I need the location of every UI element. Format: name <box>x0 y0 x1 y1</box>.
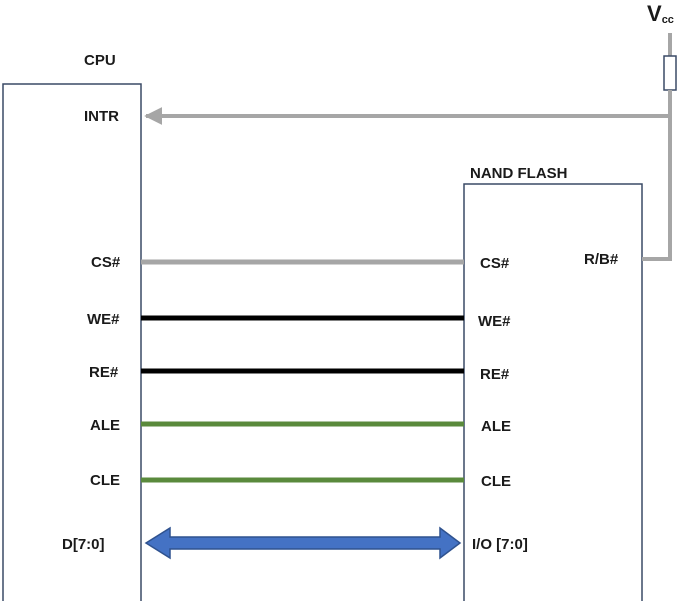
nand-flash-box <box>463 183 643 601</box>
cpu-pin-intr: INTR <box>84 108 119 125</box>
cpu-pin-re: RE# <box>89 364 119 381</box>
cpu-pin-cs: CS# <box>91 254 121 271</box>
cpu-pin-cle: CLE <box>90 472 120 489</box>
cpu-pin-we: WE# <box>87 311 120 328</box>
cpu-box <box>2 83 142 601</box>
nand-pin-ale: ALE <box>481 418 511 435</box>
data-bus-arrow <box>144 526 462 560</box>
nand-pin-rb: R/B# <box>584 251 619 268</box>
cpu-pin-ale: ALE <box>90 417 120 434</box>
cpu-pin-data: D[7:0] <box>62 536 105 553</box>
nand-pin-io: I/O [7:0] <box>472 536 528 553</box>
nand-pin-cle: CLE <box>481 473 511 490</box>
nand-flash-title: NAND FLASH <box>470 165 568 182</box>
vcc-subscript: cc <box>662 14 674 26</box>
nand-pin-we: WE# <box>478 313 511 330</box>
pullup-resistor <box>663 55 677 91</box>
vcc-main-letter: V <box>647 1 662 26</box>
vcc-label: Vcc <box>647 1 674 26</box>
nand-pin-cs: CS# <box>480 255 510 272</box>
nand-pin-re: RE# <box>480 366 510 383</box>
cpu-title: CPU <box>84 52 116 69</box>
